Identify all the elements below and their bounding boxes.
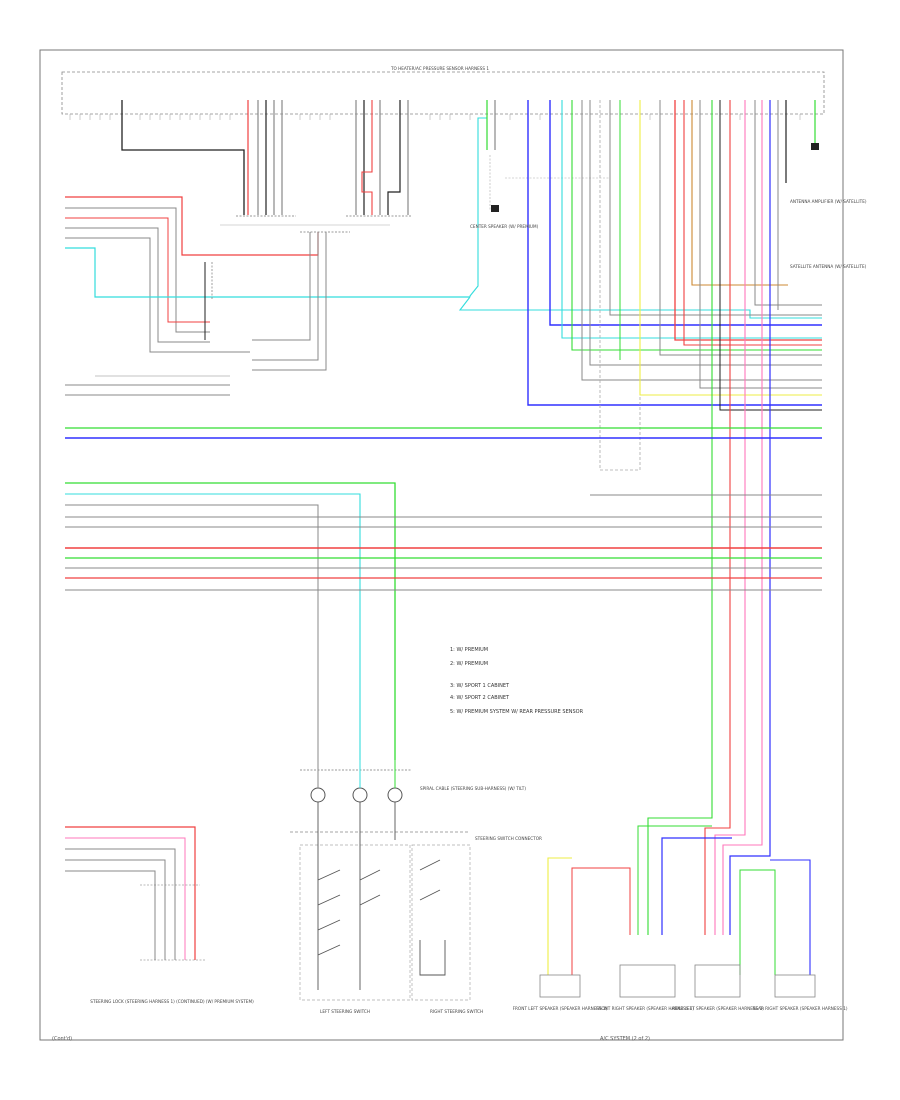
legend-item-4: 4: W/ SPORT 2 CABINET bbox=[450, 695, 510, 701]
left-inputs bbox=[65, 196, 470, 396]
right-steering-switch-box bbox=[411, 844, 471, 1001]
legend-item-3: 3: W/ SPORT 1 CABINET bbox=[450, 683, 510, 689]
legend: 1: W/ PREMIUM 2: W/ PREMIUM 3: W/ SPORT … bbox=[450, 647, 584, 715]
rear-right-speaker-box bbox=[774, 974, 816, 998]
top-connector bbox=[61, 71, 825, 115]
steering-lock-wiring bbox=[65, 826, 205, 961]
footer-left: (Cont'd) bbox=[52, 1036, 73, 1042]
legend-item-2: 2: W/ PREMIUM bbox=[450, 661, 488, 667]
top-connector-label: TO HEATER/AC PRESSURE SENSOR HARNESS 1 bbox=[390, 66, 489, 71]
rear-right-speaker-label: REAR RIGHT SPEAKER (SPEAKER HARNESS 1) bbox=[752, 1006, 847, 1011]
footer-center: A/C SYSTEM (2 of 2) bbox=[600, 1036, 650, 1042]
spiral-cable-label: SPIRAL CABLE (STEERING SUB-HARNESS) (W/ … bbox=[420, 786, 526, 791]
connector-pins bbox=[69, 114, 801, 120]
front-left-speaker-box bbox=[539, 974, 581, 998]
sat-antenna-label: SATELLITE ANTENNA (W/ SATELLITE) bbox=[790, 264, 867, 269]
front-right-speaker-label: FRONT RIGHT SPEAKER (SPEAKER HARNESS 1) bbox=[596, 1006, 694, 1011]
right-steering-switch-label: RIGHT STEERING SWITCH bbox=[430, 1009, 483, 1014]
rear-left-speaker-label: REAR LEFT SPEAKER (SPEAKER HARNESS 1) bbox=[672, 1006, 764, 1011]
front-right-speaker-box bbox=[619, 964, 676, 998]
steering-switch-connector-label: STEERING SWITCH CONNECTOR bbox=[475, 836, 542, 841]
legend-item-5: 5: W/ PREMIUM SYSTEM W/ REAR PRESSURE SE… bbox=[450, 709, 584, 715]
rear-left-speaker-box bbox=[694, 964, 741, 998]
front-left-speaker-label: FRONT LEFT SPEAKER (SPEAKER HARNESS 1) bbox=[513, 1006, 608, 1011]
steering-lock-label: STEERING LOCK (STEERING HARNESS 1) (CONT… bbox=[90, 999, 254, 1004]
left-steering-switch-box bbox=[299, 844, 411, 1001]
legend-item-1: 1: W/ PREMIUM bbox=[450, 647, 488, 653]
center-speaker-label: CENTER SPEAKER (W/ PREMIUM) bbox=[470, 224, 539, 229]
left-steering-switch-label: LEFT STEERING SWITCH bbox=[320, 1009, 370, 1014]
antenna-amp-label: ANTENNA AMPLIFIER (W/ SATELLITE) bbox=[790, 199, 867, 204]
diagram-frame bbox=[39, 49, 844, 1041]
